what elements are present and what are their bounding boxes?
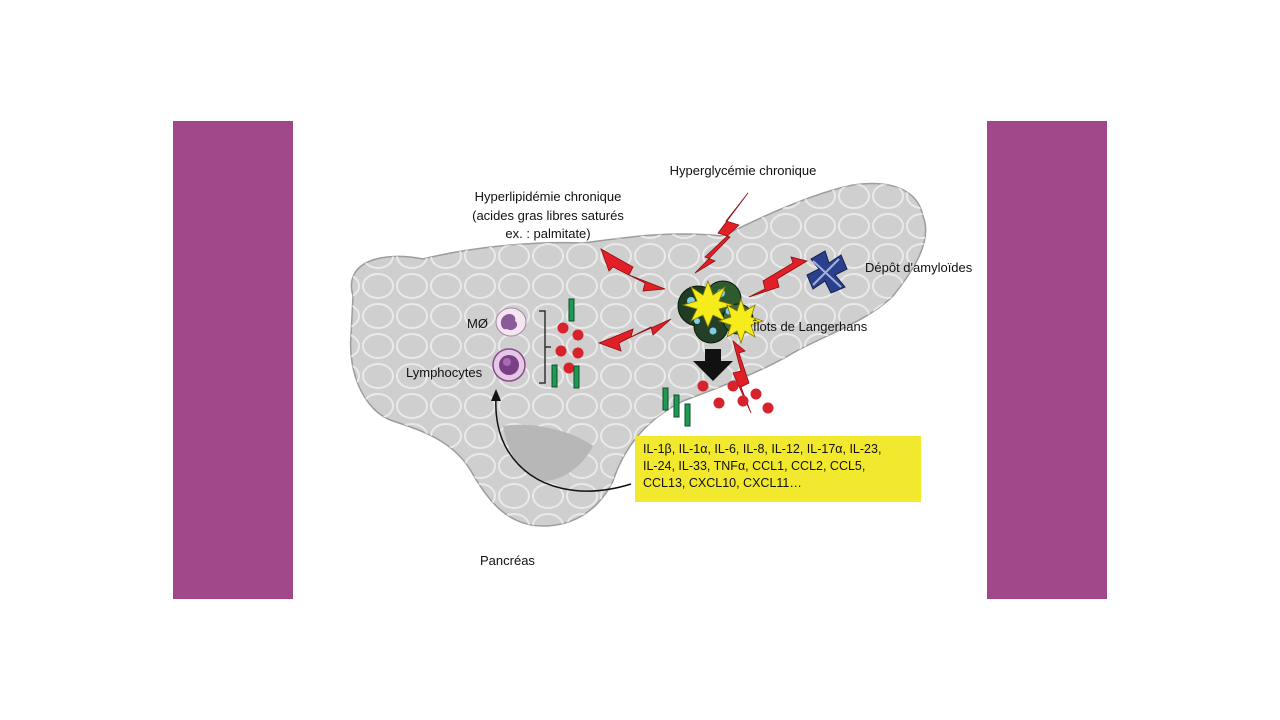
burst-icon bbox=[681, 279, 765, 345]
amyloid-icon bbox=[806, 250, 848, 294]
cytokine-list-box: IL-1β, IL-1α, IL-6, IL-8, IL-12, IL-17α,… bbox=[635, 436, 921, 502]
curved-arrow-icon bbox=[491, 389, 632, 492]
label-hyperlipidemia-2: (acides gras libres saturés bbox=[472, 208, 624, 223]
right-side-bar bbox=[987, 121, 1107, 599]
lightning-icon bbox=[597, 192, 809, 414]
label-macrophage: MØ bbox=[467, 316, 488, 331]
cytokine-line-2: IL-24, IL-33, TNFα, CCL1, CCL2, CCL5, bbox=[643, 459, 866, 473]
label-pancreas: Pancréas bbox=[480, 553, 535, 568]
label-hyperlipidemia-3: ex. : palmitate) bbox=[505, 226, 591, 241]
cytokine-line-3: CCL13, CXCL10, CXCL11… bbox=[643, 476, 802, 490]
cytokine-line-1: IL-1β, IL-1α, IL-6, IL-8, IL-12, IL-17α,… bbox=[643, 442, 882, 456]
pancreas-diagram bbox=[349, 182, 927, 527]
label-hyperglycemia: Hyperglycémie chronique bbox=[669, 163, 817, 178]
diagram-panel: Hyperglycémie chronique Hyperlipidémie c… bbox=[293, 121, 987, 599]
lymphocyte-icon bbox=[492, 348, 526, 382]
cytokine-marks-right bbox=[662, 380, 774, 427]
label-lymphocytes: Lymphocytes bbox=[406, 365, 483, 380]
cytokine-marks-left bbox=[551, 298, 584, 389]
left-side-bar bbox=[173, 121, 293, 599]
label-islets: Îlots de Langerhans bbox=[753, 319, 868, 334]
label-amyloid: Dépôt d'amyloïdes bbox=[865, 260, 973, 275]
down-arrow-icon bbox=[693, 349, 733, 381]
cells-bracket bbox=[539, 310, 551, 384]
pancreas-shape bbox=[349, 182, 927, 527]
label-hyperlipidemia-1: Hyperlipidémie chronique bbox=[474, 189, 622, 204]
macrophage-icon bbox=[495, 307, 527, 337]
